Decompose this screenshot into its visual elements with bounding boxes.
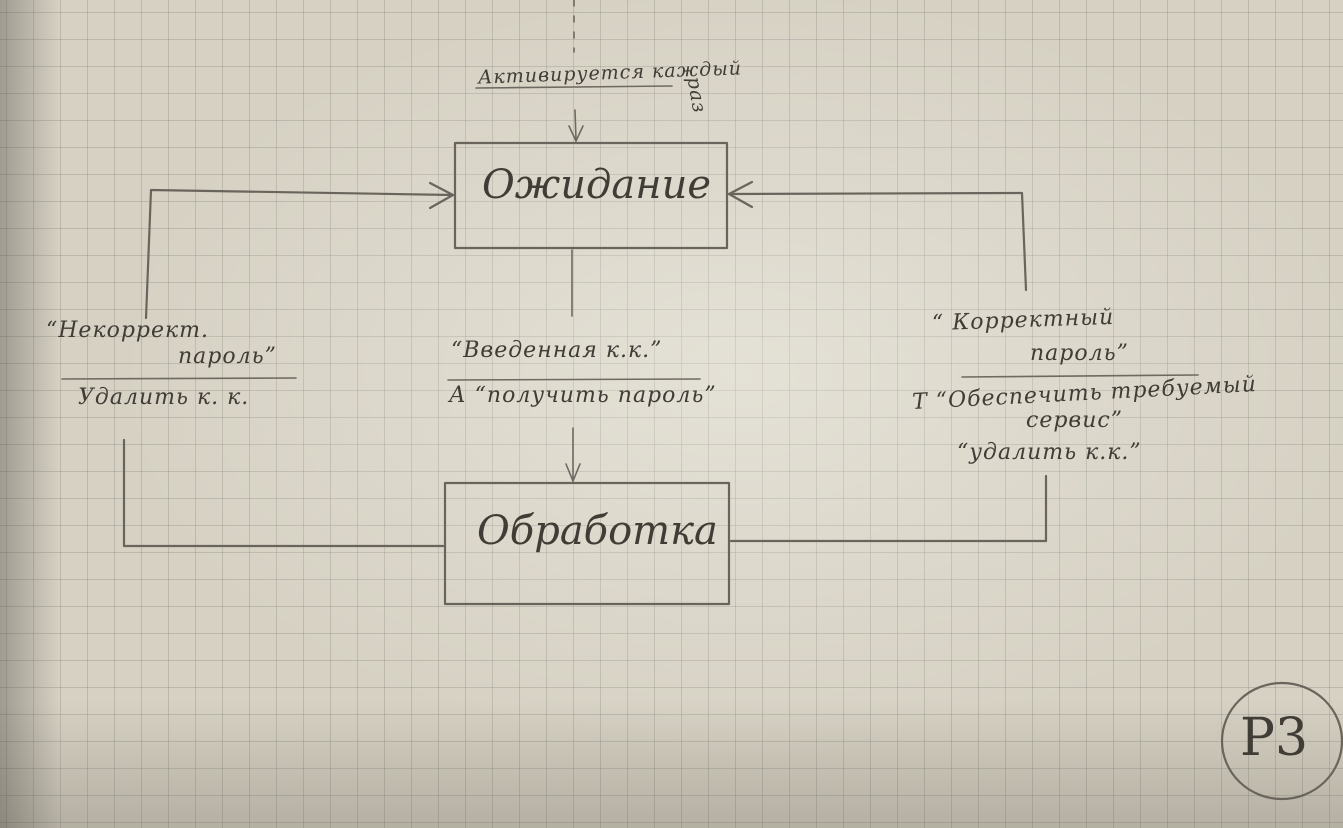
state-label-waiting: Ожидание [482, 162, 712, 208]
transition-correct-line-upper [727, 191, 1028, 292]
state-box-processing [443, 481, 731, 606]
transition-entered-separator [447, 378, 701, 381]
transition-correct-arrow-head [727, 180, 754, 209]
page-mark-label: Р3 [1240, 708, 1309, 768]
transition-correct-line [729, 474, 1048, 543]
transition-incorrect-event: “Некоррект. [46, 318, 210, 343]
page-mark-circle [1220, 681, 1343, 801]
transition-incorrect-separator [61, 377, 297, 380]
transition-incorrect-line-upper [144, 188, 455, 320]
transition-correct-action-cont: сервис” [1026, 408, 1123, 433]
state-label-processing: Обработка [477, 508, 718, 554]
transition-entered-action: А “получить пароль” [449, 383, 717, 408]
paper-edge-shadow [0, 0, 60, 828]
initial-arrow-head [568, 125, 584, 143]
transition-incorrect-arrow-head [428, 181, 455, 210]
initial-arrow-line-lower [574, 109, 577, 141]
transition-entered-event: “Введенная к.к.” [451, 338, 663, 363]
state-box-waiting [453, 141, 729, 250]
initial-trigger-underline [475, 85, 673, 89]
transition-incorrect-event-cont: пароль” [178, 344, 277, 369]
transition-correct-event-cont: пароль” [1030, 341, 1129, 366]
transition-correct-action-delete: “удалить к.к.” [957, 440, 1142, 465]
transition-entered-arrow-head [565, 463, 581, 484]
transition-incorrect-line [122, 438, 445, 548]
transition-correct-separator [961, 374, 1199, 378]
paper-bottom-shadow [0, 700, 1343, 828]
transition-incorrect-action: Удалить к. к. [78, 385, 250, 410]
